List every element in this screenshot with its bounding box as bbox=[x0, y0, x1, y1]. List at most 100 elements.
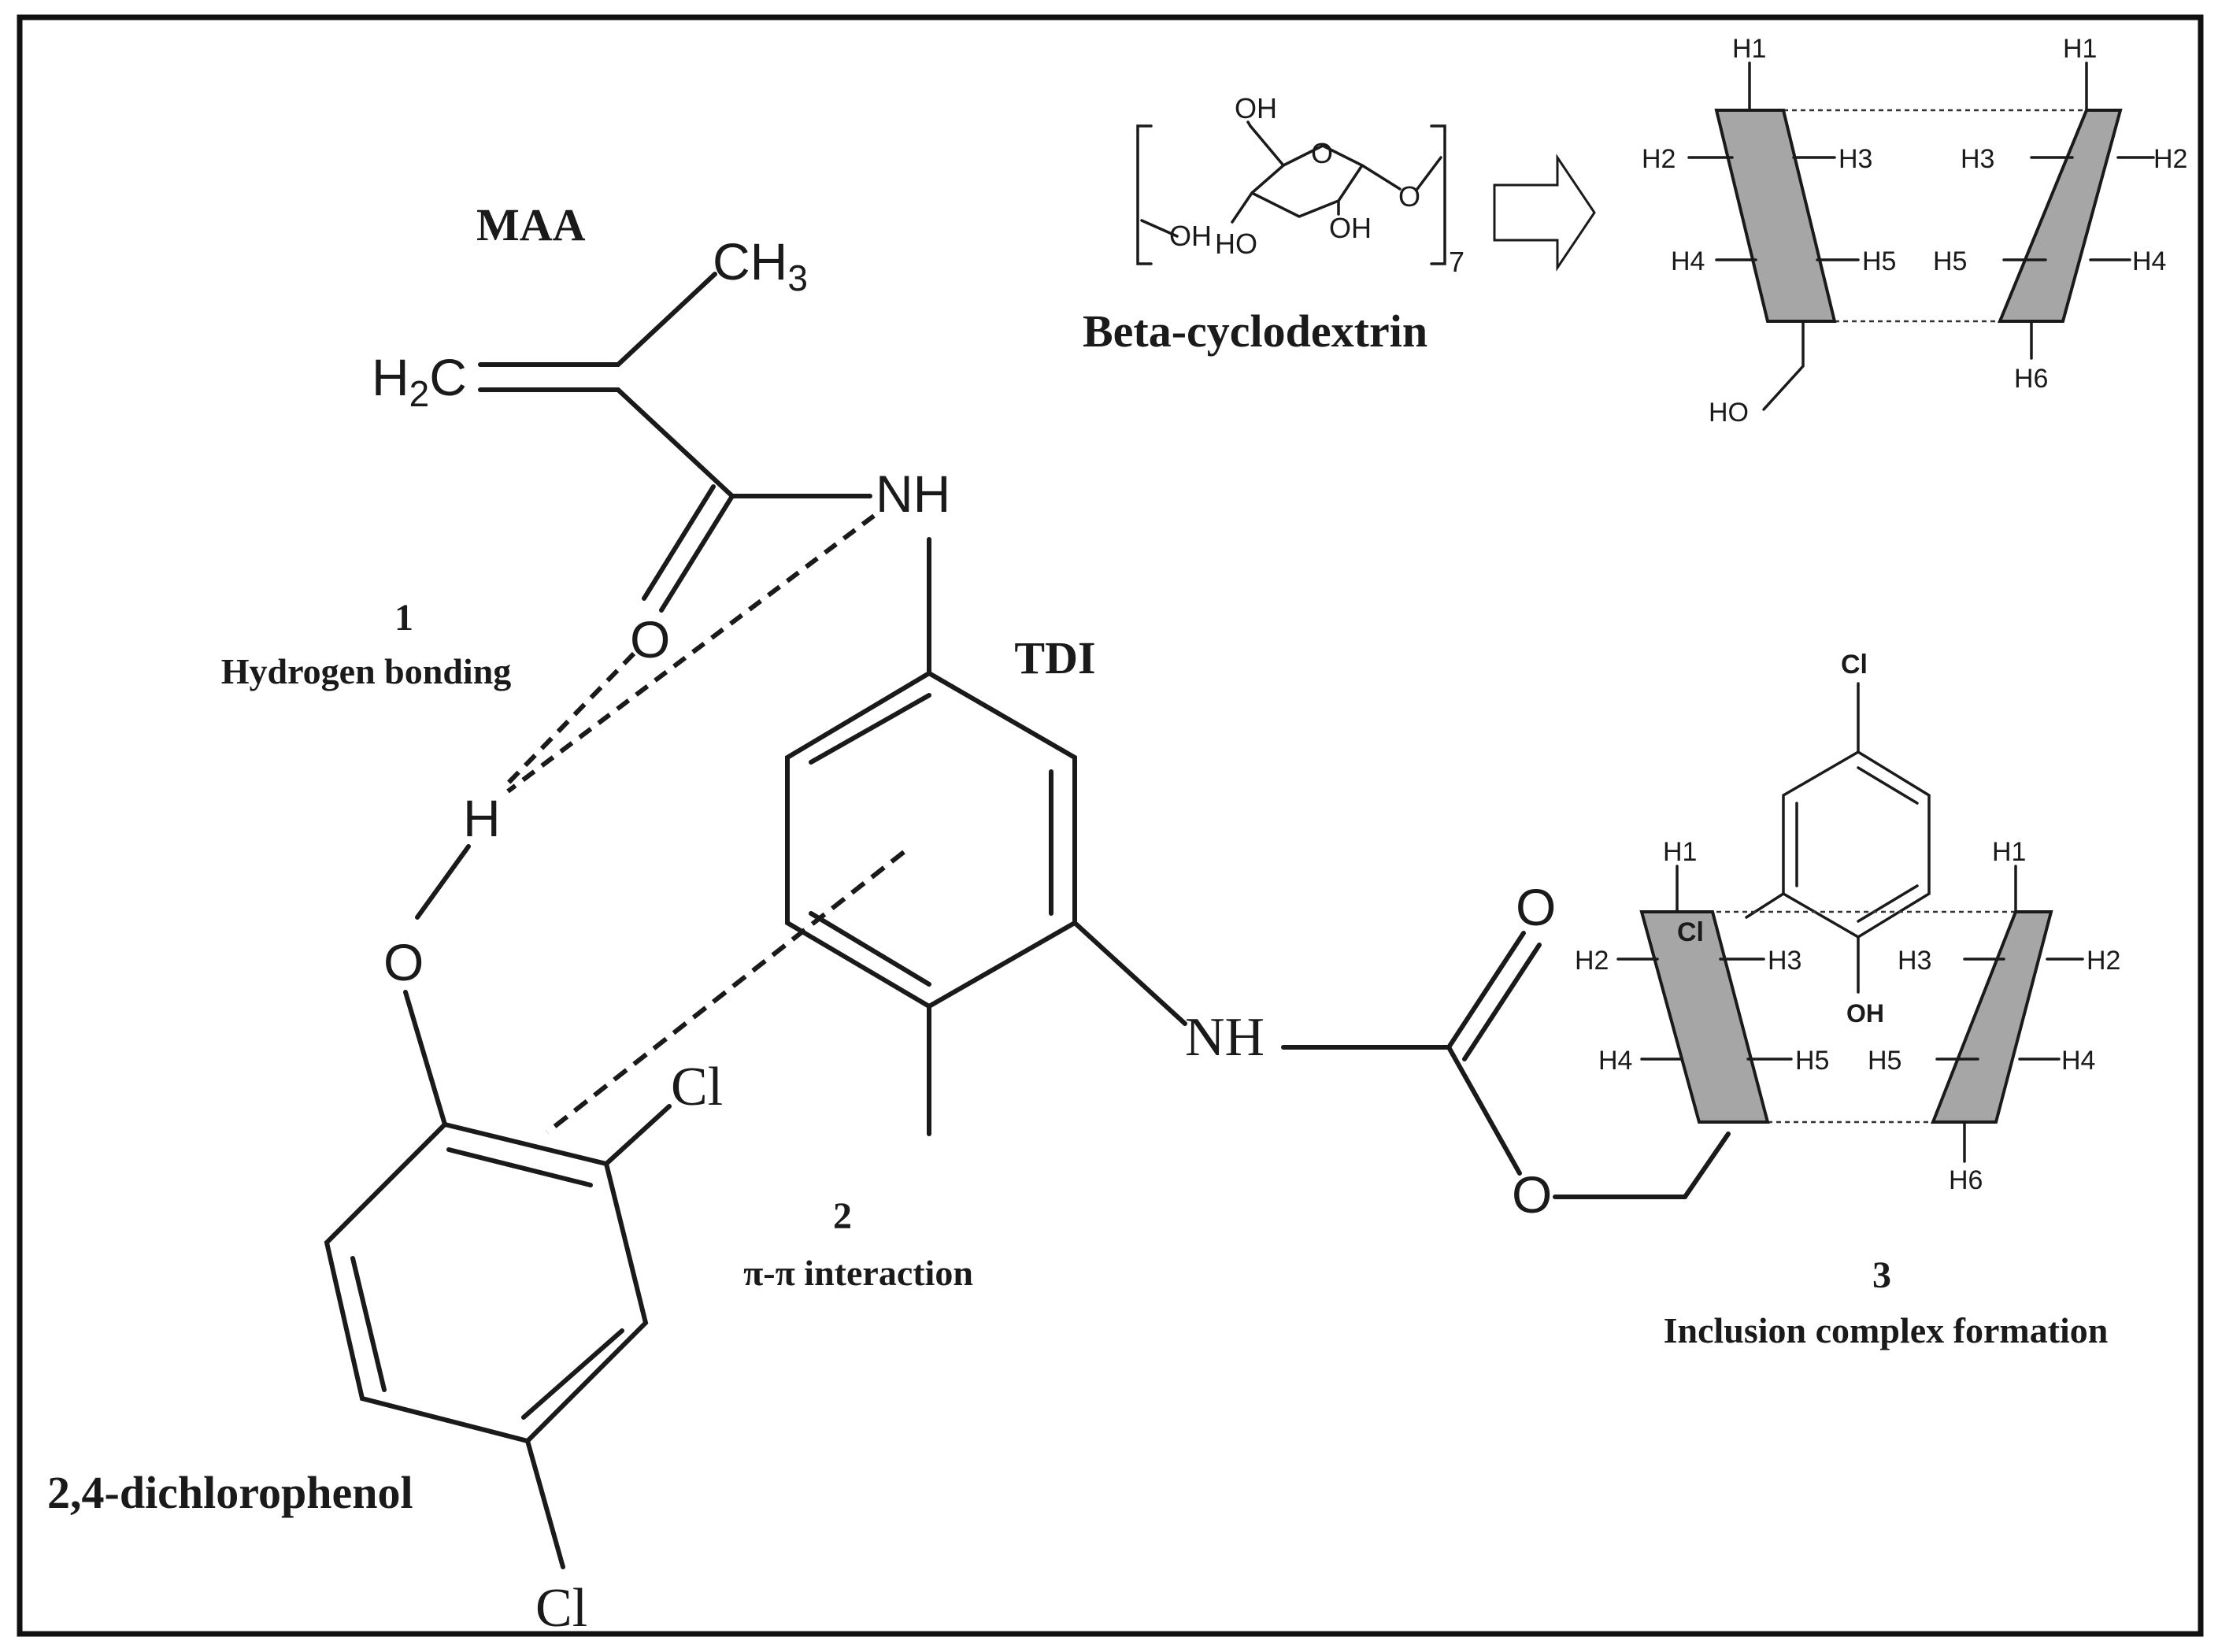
guest-inner-cl-bond bbox=[1745, 892, 1785, 919]
maa-h2c-text: H2C bbox=[372, 348, 467, 414]
hydrogen-bond-o bbox=[502, 651, 636, 790]
phenol-cl2-text: Cl bbox=[671, 1057, 723, 1117]
guest-ring-inner-1 bbox=[1857, 766, 1919, 805]
inclusion-complex: Cl Cl OH H1 H2 H3 H4 H5 H1 H3 H2 H5 H4 H… bbox=[1575, 650, 2120, 1350]
glucose-o-ring-text: O bbox=[1311, 137, 1333, 169]
cd-top-h5-right: H5 bbox=[1933, 246, 1967, 276]
tdi-ring-nh-bond bbox=[1072, 920, 1187, 1026]
cd-top-h3-right: H3 bbox=[1961, 144, 1994, 174]
cyclodextrin-top: H1 H2 H3 H4 H5 HO H1 H3 H2 H5 H4 H6 bbox=[1642, 34, 2187, 428]
maa-co-bond bbox=[659, 494, 735, 613]
interaction-3-number: 3 bbox=[1872, 1254, 1891, 1296]
guest-oh-text: OH bbox=[1846, 999, 1884, 1028]
glucose-unit: 7 OH O O OH HO OH Beta-cyclodextrin bbox=[1083, 92, 1464, 357]
cd-top-h5-left: H5 bbox=[1862, 246, 1896, 276]
urethane-o-carbonyl-text: O bbox=[1516, 878, 1556, 936]
glucose-right-bracket bbox=[1430, 124, 1446, 265]
pi-pi-dashed-line bbox=[546, 850, 905, 1135]
urethane-co-double-2 bbox=[1462, 943, 1542, 1061]
cd-bottom-h4-right: H4 bbox=[2061, 1046, 2095, 1076]
cd-bottom-h3-right: H3 bbox=[1898, 946, 1931, 976]
glucose-o-link-bond-2 bbox=[1416, 156, 1442, 191]
glucose-oh-right-text: OH bbox=[1329, 212, 1372, 244]
glucose-o-link-bond bbox=[1361, 164, 1402, 191]
cd-top-h2-left: H2 bbox=[1642, 144, 1676, 174]
right-arrow-icon bbox=[1493, 154, 1596, 272]
glucose-ho-bond bbox=[1231, 191, 1253, 224]
cd-bottom-right-wall bbox=[1931, 910, 2053, 1124]
phenol-ring-inner-2 bbox=[521, 1328, 624, 1420]
maa-cc-bond bbox=[616, 387, 735, 498]
cd-bottom-left-wall bbox=[1639, 910, 1770, 1124]
phenol-cl4-text: Cl bbox=[535, 1578, 587, 1639]
urethane-co-double bbox=[1446, 931, 1526, 1050]
cd-top-right-wall bbox=[1998, 109, 2123, 323]
dichlorophenol-label: 2,4-dichlorophenol bbox=[47, 1467, 413, 1518]
phenol-ccl4-bond bbox=[525, 1439, 565, 1569]
cd-top-h4-left: H4 bbox=[1671, 246, 1705, 276]
tdi-ring-inner-3 bbox=[809, 911, 931, 987]
ester-cd-bond-2 bbox=[1683, 1132, 1731, 1199]
maa-nh-text: NH bbox=[876, 465, 950, 523]
phenol-o-text: O bbox=[383, 933, 424, 991]
dichlorophenol-molecule: H O Cl Cl 2,4-dichlorophenol bbox=[47, 789, 723, 1639]
urethane-o-ester-text: O bbox=[1512, 1165, 1552, 1224]
phenol-ring-inner-1 bbox=[446, 1147, 593, 1187]
phenol-co-bond bbox=[403, 990, 447, 1127]
cd-top-h1-right: H1 bbox=[2063, 34, 2097, 64]
cd-bottom-h1-left: H1 bbox=[1663, 837, 1697, 867]
phenol-oh-bond bbox=[415, 844, 471, 920]
cd-top-h6-right: H6 bbox=[2014, 364, 2048, 394]
glucose-o-link-text: O bbox=[1398, 180, 1420, 213]
guest-ring-inner-3 bbox=[1857, 884, 1919, 923]
interaction-2-label: π-π interaction bbox=[743, 1253, 973, 1293]
phenol-ring-inner-3 bbox=[350, 1256, 387, 1392]
phenol-ccl2-bond bbox=[604, 1104, 672, 1166]
glucose-oh-left-text: OH bbox=[1169, 220, 1212, 252]
glucose-oh-top-text: OH bbox=[1235, 92, 1277, 124]
guest-cl-inner-text: Cl bbox=[1677, 917, 1704, 947]
cd-bottom-h4-left: H4 bbox=[1598, 1046, 1632, 1076]
cd-bottom-h3-left: H3 bbox=[1768, 946, 1801, 976]
cd-top-h3-left: H3 bbox=[1838, 144, 1872, 174]
cd-bottom-h2-right: H2 bbox=[2087, 946, 2120, 976]
diagram-frame bbox=[17, 14, 2204, 1637]
cd-top-left-wall bbox=[1714, 109, 1837, 323]
interaction-2-number: 2 bbox=[833, 1195, 852, 1237]
glucose-chair-ring bbox=[1250, 144, 1364, 218]
cd-top-h4-right: H4 bbox=[2132, 246, 2166, 276]
cd-bottom-h1-right: H1 bbox=[1992, 837, 2026, 867]
cd-bottom-h2-left: H2 bbox=[1575, 946, 1609, 976]
maa-molecule: MAA CH3 H2C NH O bbox=[372, 199, 950, 669]
cd-bottom-h6-right: H6 bbox=[1949, 1165, 1983, 1195]
tdi-label: TDI bbox=[1014, 632, 1095, 683]
cd-top-h1-left: H1 bbox=[1732, 34, 1766, 64]
guest-ring bbox=[1782, 750, 1931, 939]
cd-bottom-h5-right: H5 bbox=[1868, 1046, 1901, 1076]
tdi-ring-inner-1 bbox=[809, 693, 931, 765]
interaction-1-label: Hydrogen bonding bbox=[221, 651, 512, 691]
glucose-left-link-bond bbox=[1140, 219, 1179, 238]
maa-label: MAA bbox=[476, 199, 586, 250]
tdi-molecule: TDI NH O O bbox=[785, 537, 1731, 1224]
cd-bottom-h5-left: H5 bbox=[1795, 1046, 1829, 1076]
beta-cyclodextrin-label: Beta-cyclodextrin bbox=[1083, 306, 1427, 357]
maa-o-text: O bbox=[630, 610, 670, 669]
guest-cl-top-text: Cl bbox=[1841, 650, 1868, 680]
phenol-ring bbox=[324, 1121, 649, 1444]
interaction-1-number: 1 bbox=[394, 597, 413, 639]
phenol-h-text: H bbox=[463, 789, 501, 847]
maa-ch3-text: CH3 bbox=[713, 232, 808, 298]
cd-top-ho: HO bbox=[1709, 398, 1749, 428]
hydrogen-bond-nh bbox=[506, 513, 876, 794]
glucose-left-bracket bbox=[1136, 124, 1153, 265]
interaction-3-label: Inclusion complex formation bbox=[1664, 1310, 2109, 1350]
maa-co-bond-2 bbox=[642, 484, 716, 601]
glucose-ch2oh-bond bbox=[1246, 120, 1252, 128]
cd-top-h2-right: H2 bbox=[2153, 144, 2187, 174]
urethane-co-single bbox=[1446, 1045, 1522, 1176]
tdi-nh-text: NH bbox=[1185, 1007, 1265, 1068]
glucose-ho-text: HO bbox=[1215, 228, 1257, 260]
glucose-ch2-bond bbox=[1249, 124, 1285, 167]
